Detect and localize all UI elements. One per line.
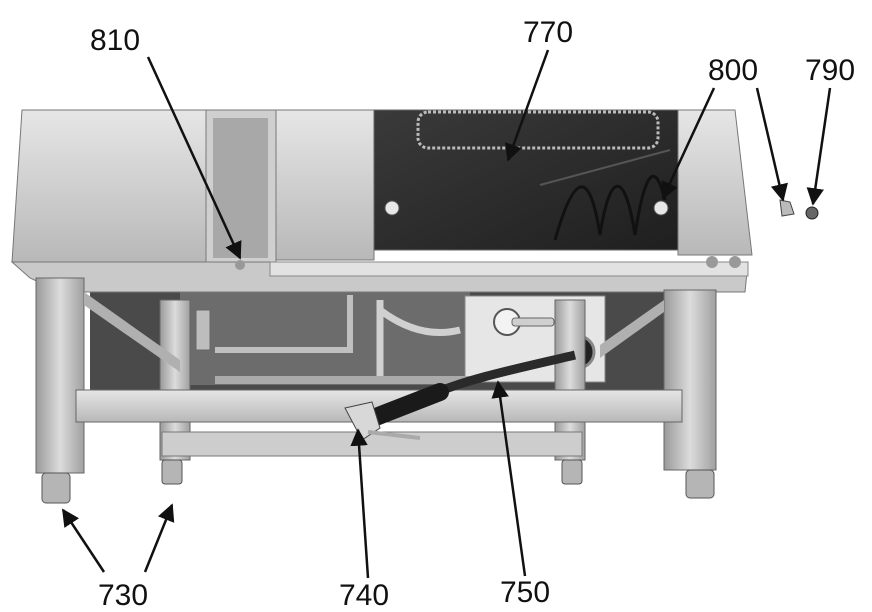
leg-front-left — [35, 277, 85, 474]
loose-screw — [779, 199, 795, 217]
oven-heating-coil — [553, 174, 667, 241]
door-screw-right — [653, 200, 669, 216]
leader-730a — [61, 508, 106, 573]
brace-right — [600, 300, 664, 358]
water-pipe-1 — [215, 295, 353, 353]
brace-left — [84, 292, 180, 372]
oven-left-panel — [11, 109, 209, 263]
callout-800: 800 — [708, 54, 758, 87]
leader-800b — [755, 87, 788, 202]
base-bolt-left — [235, 260, 245, 270]
leader-740 — [350, 428, 370, 579]
loose-washer — [805, 206, 819, 220]
leader-770 — [505, 49, 550, 162]
foot-back-right — [561, 459, 583, 485]
callout-770: 770 — [523, 16, 573, 49]
oven-base-lip — [269, 261, 749, 277]
callout-810: 810 — [90, 24, 140, 57]
oven-inner-rail — [539, 149, 671, 186]
underframe-back-panel — [180, 285, 470, 385]
base-bolt-right-1 — [706, 256, 718, 268]
pipe-fitting — [195, 309, 211, 351]
door-screw-left — [384, 200, 400, 216]
leader-750 — [491, 380, 527, 577]
hand-shower-grip — [359, 383, 449, 429]
hand-shower-lever — [367, 430, 421, 440]
oven-control-panel — [275, 109, 375, 261]
callout-730: 730 — [98, 579, 148, 612]
drain-valve-handle — [511, 317, 555, 327]
oven-glass-door — [373, 109, 679, 251]
foot-front-left — [41, 472, 71, 504]
callout-790: 790 — [805, 54, 855, 87]
leader-730b — [143, 503, 175, 573]
oven-rack — [416, 110, 660, 150]
oven-door-frame — [213, 118, 268, 258]
water-pipe-2 — [376, 300, 461, 380]
callout-740: 740 — [339, 579, 389, 612]
leader-790 — [806, 87, 832, 206]
leader-810 — [146, 56, 242, 260]
leg-front-right — [663, 289, 717, 471]
rear-crossbar — [161, 431, 583, 457]
foot-front-right — [685, 469, 715, 499]
foot-back-left — [161, 459, 183, 485]
base-bolt-right-2 — [729, 256, 741, 268]
oven-right-panel — [677, 109, 753, 256]
callout-750: 750 — [500, 576, 550, 609]
leader-800 — [661, 87, 716, 200]
